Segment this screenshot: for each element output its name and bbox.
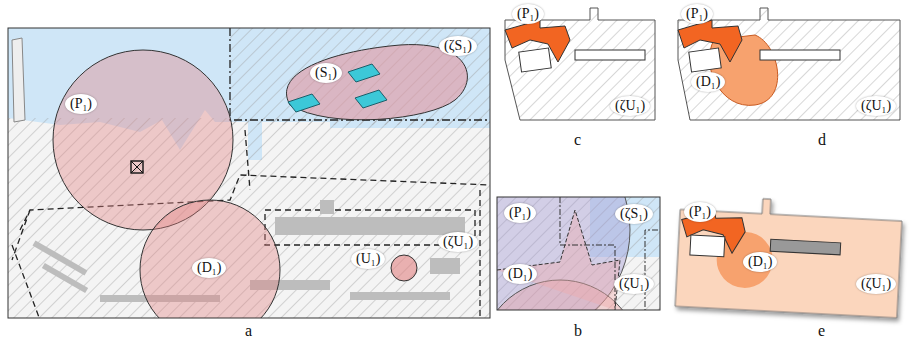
zone-label: (ζU₁) (856, 96, 896, 116)
zone-label: (ζS₁) (439, 36, 477, 56)
zone-label: (D₁) (192, 258, 226, 278)
zone-label: (D₁) (743, 252, 777, 272)
zone-label: (P₁) (65, 94, 97, 114)
panel-letter: d (818, 131, 826, 149)
zone-label: (ζU₁) (856, 274, 896, 294)
zone-label: (P₁) (681, 4, 713, 24)
zone-label: (S₁) (310, 63, 342, 83)
panel-letter: b (574, 322, 582, 340)
zone-label: (P₁) (512, 4, 544, 24)
zone-label: (D₁) (691, 72, 725, 92)
potential-zone: (P₁) (53, 50, 233, 230)
zone-label: (P₁) (504, 203, 536, 223)
panel-letter: a (245, 322, 252, 340)
zone-label: (P₁) (684, 202, 716, 222)
zone-label: (ζU₁) (614, 274, 654, 294)
zone-label: (ζS₁) (615, 204, 653, 224)
zone-label: (U₁) (351, 249, 385, 269)
user-marker: (U₁) (391, 255, 417, 281)
panel-letter: e (818, 322, 825, 340)
zone-label: (D₁) (503, 264, 537, 284)
panel-letter: c (574, 131, 581, 149)
zone-label: (ζU₁) (438, 232, 478, 252)
danger-zone: (D₁) (140, 200, 280, 318)
zone-label: (ζU₁) (610, 96, 650, 116)
